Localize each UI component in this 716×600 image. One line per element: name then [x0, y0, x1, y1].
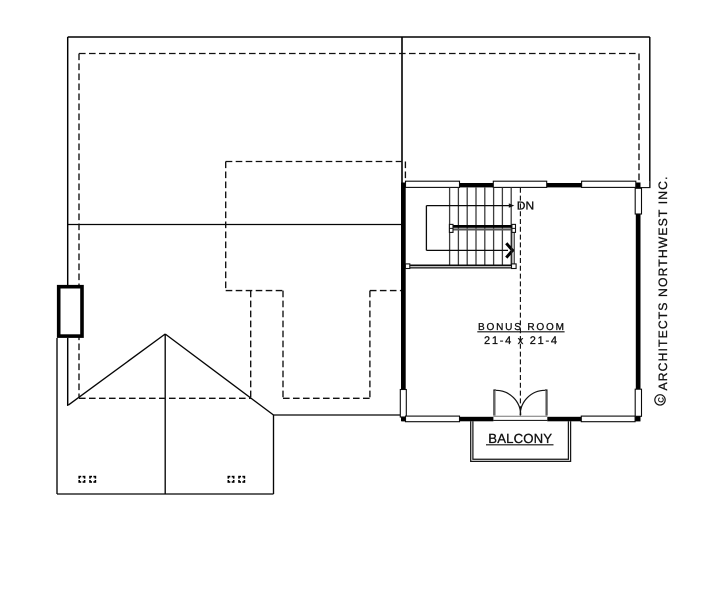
svg-text:BONUS ROOM: BONUS ROOM: [478, 322, 564, 333]
svg-text:BALCONY: BALCONY: [488, 431, 552, 446]
svg-text:ARCHITECTS NORTHWEST INC.: ARCHITECTS NORTHWEST INC.: [656, 177, 670, 391]
svg-text:21-4 x 21-4: 21-4 x 21-4: [484, 335, 557, 347]
svg-text:DN: DN: [517, 200, 534, 212]
svg-text:C: C: [656, 397, 665, 403]
